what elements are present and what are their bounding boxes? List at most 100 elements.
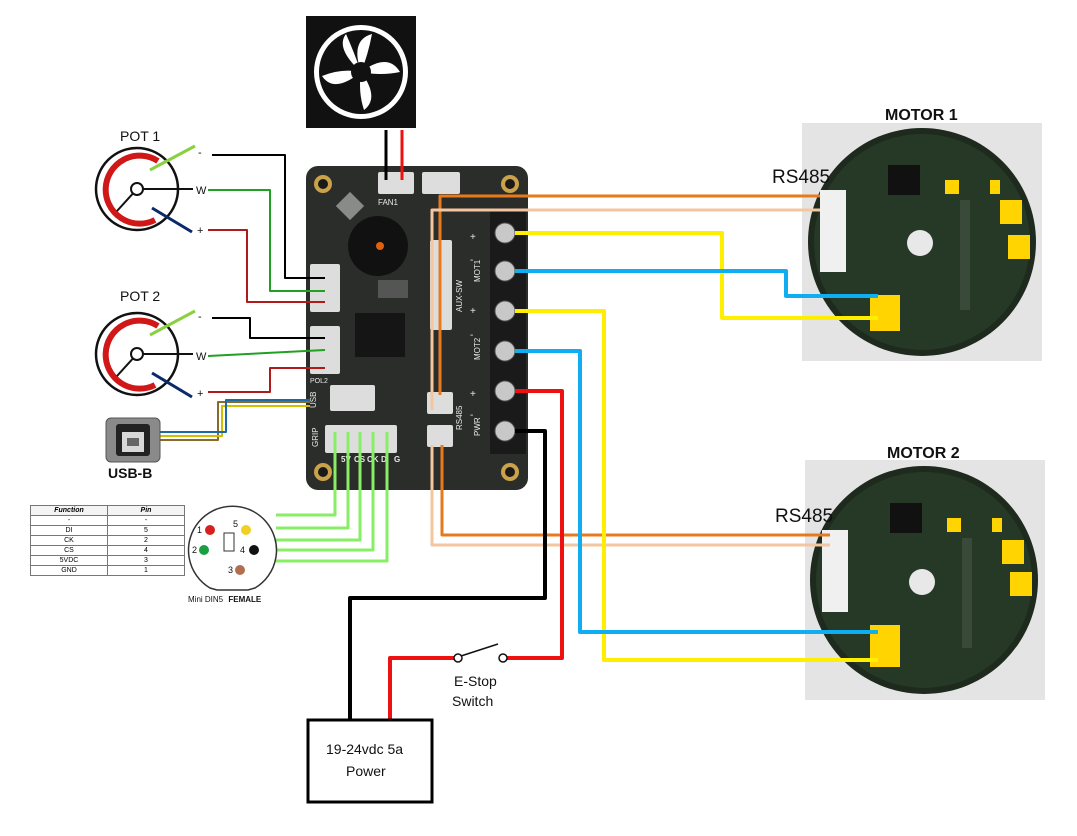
pot1-pin-minus: - [198, 147, 202, 159]
table-cell: GND [30, 565, 108, 576]
estop-label-line2: Switch [452, 693, 493, 709]
power-supply-box [306, 718, 434, 804]
silk-mot1: MOT1 [473, 259, 482, 282]
din-pin-label-4: 4 [240, 545, 245, 555]
din-pin-1 [205, 525, 215, 535]
wire-usb-yellow [160, 405, 310, 437]
table-cell: - [30, 515, 108, 526]
silk-term-sign-1: + [470, 232, 476, 243]
silk-term-sign-3: + [470, 306, 476, 317]
motor-1-image [802, 123, 1042, 361]
silk-rs485: RS485 [455, 405, 464, 430]
table-cell: CK [30, 535, 108, 546]
table-cell: 3 [107, 555, 185, 566]
table-row: - - [30, 515, 185, 526]
din-pin-2 [199, 545, 209, 555]
wire-usb-brown [160, 401, 310, 441]
table-cell: 4 [107, 545, 185, 556]
table-cell: 1 [107, 565, 185, 576]
usb-b-icon [105, 417, 161, 463]
table-cell: DI [30, 525, 108, 536]
pot2-pin-minus: - [198, 311, 202, 323]
table-header-pin: Pin [107, 505, 185, 516]
motor2-rs485-label: RS485 [775, 506, 833, 527]
wire-rs485-peach-1 [430, 208, 820, 410]
pot2-title: POT 2 [120, 288, 160, 304]
wire-mot2-cyan [515, 349, 878, 634]
silk-term-sign-4: - [470, 330, 473, 341]
usb-label: USB-B [108, 465, 152, 481]
estop-switch-icon [453, 643, 508, 663]
din-pin-label-2: 2 [192, 545, 197, 555]
wire-din-3 [276, 432, 362, 542]
silk-pwr: PWR [473, 417, 482, 436]
table-header-function: Function [30, 505, 108, 516]
silk-grip-pin-5: G [394, 455, 400, 464]
wire-pwr-black [348, 429, 547, 720]
wire-usb-blue [160, 399, 310, 433]
wire-din-5 [276, 432, 389, 563]
silk-pol2: POL2 [310, 378, 328, 385]
wire-pot2-red [208, 367, 325, 393]
pot2-pin-w: W [196, 351, 207, 363]
din-caption-plain: Mini DIN5 [188, 595, 224, 604]
pot1-pin-plus: + [197, 225, 203, 237]
table-row: GND 1 [30, 565, 185, 576]
wire-pot1-red [208, 229, 325, 303]
silk-mot2: MOT2 [473, 337, 482, 360]
pot1-icon [94, 144, 196, 234]
mini-din5-icon [187, 505, 278, 591]
din-pin-label-1: 1 [197, 525, 202, 535]
pot2-pin-plus: + [197, 388, 203, 400]
wire-pwr-red-b [388, 656, 458, 720]
silk-term-sign-6: - [470, 410, 473, 421]
wires [160, 130, 878, 720]
wire-pot1-black [212, 154, 325, 279]
wire-rs485-orange-1 [438, 194, 820, 395]
table-row: DI 5 [30, 525, 185, 536]
din-pin-5 [241, 525, 251, 535]
wire-pot1-green [208, 189, 325, 292]
table-cell: 5 [107, 525, 185, 536]
table-cell: 5VDC [30, 555, 108, 566]
wire-din-4 [276, 432, 375, 552]
motor1-rs485-label: RS485 [772, 167, 830, 188]
motor-2-image [805, 460, 1045, 700]
table-cell: - [107, 515, 185, 526]
wire-pot2-black [212, 317, 325, 339]
silk-grip-pin-4: DI [381, 455, 389, 464]
table-cell: 2 [107, 535, 185, 546]
wire-rs485-peach-2 [430, 445, 830, 547]
power-label-line2: Power [346, 763, 386, 779]
wire-rs485-orange-2 [440, 445, 830, 537]
din-pin-4 [249, 545, 259, 555]
motor2-title: MOTOR 2 [887, 445, 960, 462]
wire-mot1-yellow [515, 231, 878, 320]
silk-fan: FAN1 [378, 198, 399, 207]
controller-board [306, 166, 528, 490]
pot1-title: POT 1 [120, 128, 160, 144]
wire-din-1 [276, 432, 337, 517]
silk-term-sign-2: - [470, 255, 473, 266]
wire-mot2-yellow [515, 309, 878, 662]
silk-usb: USB [309, 392, 318, 408]
silk-term-sign-5: + [470, 389, 476, 400]
silk-grip-pin-1: 5V [341, 455, 351, 464]
table-cell: CS [30, 545, 108, 556]
pot2-icon [94, 309, 196, 399]
wire-mot1-cyan [515, 269, 878, 298]
din-caption-bold: FEMALE [228, 595, 262, 604]
table-row: CK 2 [30, 535, 185, 546]
wire-din-2 [276, 432, 350, 530]
pot1-pin-w: W [196, 185, 207, 197]
table-row: CS 4 [30, 545, 185, 556]
din-pin-label-5: 5 [233, 519, 238, 529]
silk-aux: AUX-SW [455, 280, 464, 312]
din-caption: Mini DIN5 FEMALE [188, 595, 262, 604]
motor1-title: MOTOR 1 [885, 107, 958, 124]
wire-pwr-red-a [503, 389, 564, 660]
din-pin-label-3: 3 [228, 565, 233, 575]
power-label-line1: 19-24vdc 5a [326, 741, 403, 757]
table-row: 5VDC 3 [30, 555, 185, 566]
